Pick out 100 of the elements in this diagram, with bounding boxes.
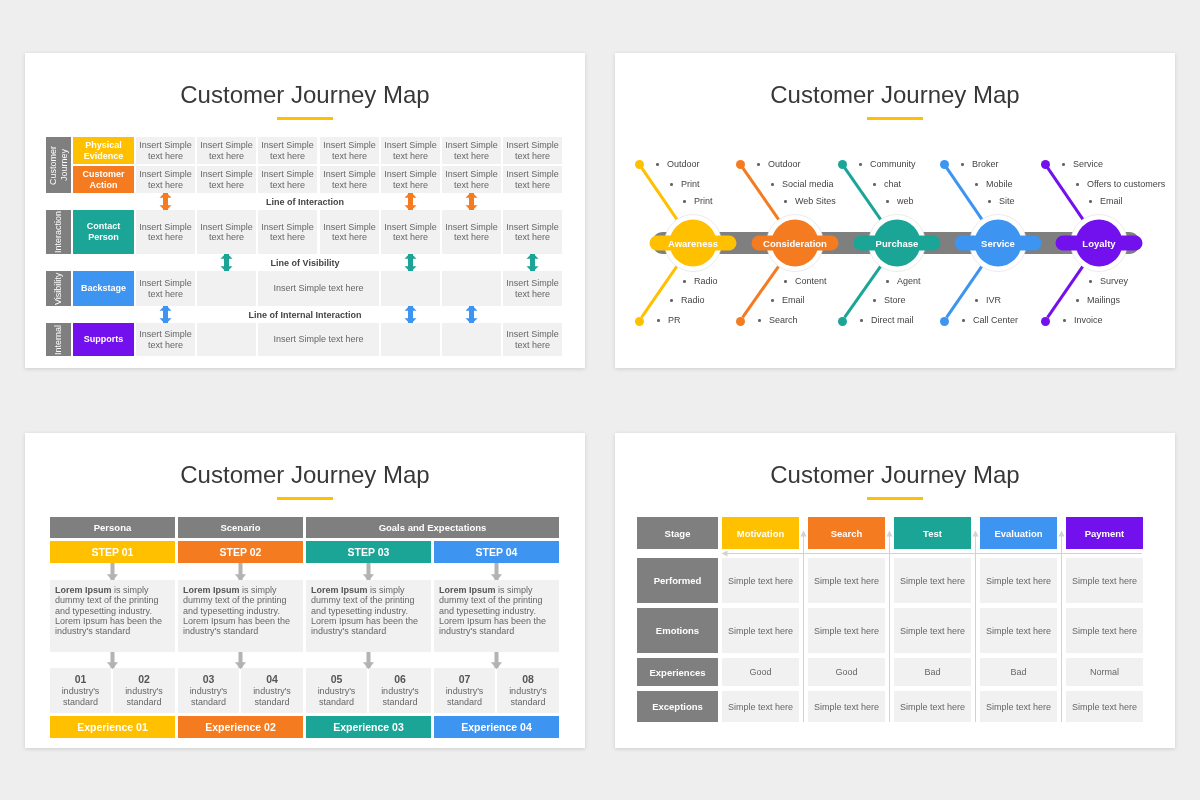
step-number: 06	[394, 673, 406, 687]
text-cell: Good	[808, 658, 885, 686]
row-header: Backstage	[73, 271, 134, 306]
list-item: Radio	[682, 275, 718, 287]
stage-header: Test	[894, 517, 971, 549]
row-header: Exceptions	[637, 691, 718, 722]
boundary-label: Line of Internal Interaction	[248, 309, 362, 320]
slide-card	[25, 433, 585, 748]
text-cell: Insert Simple text here	[197, 210, 256, 254]
row-header: Supports	[73, 323, 134, 356]
double-arrow	[220, 252, 233, 273]
text-cell: Bad	[980, 658, 1057, 686]
list-item: Offers to customers	[1075, 178, 1166, 190]
text-cell: Simple text here	[980, 691, 1057, 722]
empty-cell	[197, 271, 256, 306]
step-header: STEP 04	[434, 541, 559, 563]
text-cell: Simple text here	[808, 691, 885, 722]
section-header: Scenario	[178, 517, 303, 538]
list-item: Service	[1061, 158, 1103, 170]
layer-label: Interaction	[46, 210, 71, 254]
experience-bar: Experience 04	[434, 716, 559, 738]
text-cell: Simple text here	[980, 558, 1057, 603]
description-panel: Lorem Ipsum is simply dummy text of the printing and typesetting industry. Lorem Ipsum has been the industry's standard	[50, 580, 175, 652]
step-number: 08	[522, 673, 534, 687]
double-arrow	[159, 191, 172, 212]
list-item: web	[885, 195, 914, 207]
list-item: chat	[872, 178, 901, 190]
connector-line	[1046, 166, 1085, 221]
text-cell: Insert Simple text here	[258, 166, 317, 193]
number-panel	[306, 668, 367, 713]
list-item: PR	[656, 314, 681, 326]
double-arrow	[404, 191, 417, 212]
text-cell: Simple text here	[1066, 691, 1143, 722]
step-header: STEP 02	[178, 541, 303, 563]
text-cell: Bad	[894, 658, 971, 686]
experience-bar: Experience 02	[178, 716, 303, 738]
list-item: Content	[783, 275, 827, 287]
number-panel	[434, 668, 495, 713]
caption-text: industry's standard	[188, 686, 229, 708]
end-dot-icon	[837, 159, 847, 169]
connector-line	[945, 265, 983, 319]
step-number: 02	[138, 673, 150, 687]
number-panel	[50, 668, 111, 713]
list-item: Social media	[770, 178, 834, 190]
text-cell: Insert Simple text here	[136, 323, 195, 356]
end-dot-icon	[939, 316, 949, 326]
step-number: 04	[266, 673, 278, 687]
row-header: Emotions	[637, 608, 718, 653]
text-cell: Simple text here	[894, 608, 971, 653]
layer-label: Visibility	[46, 271, 71, 306]
text-cell: Insert Simple text here	[258, 137, 317, 164]
text-cell: Insert Simple text here	[503, 323, 562, 356]
end-dot-icon	[1040, 316, 1050, 326]
arrow	[363, 652, 374, 670]
text-cell: Insert Simple text here	[381, 210, 440, 254]
arrow	[491, 652, 502, 670]
caption-text: industry's standard	[444, 686, 485, 708]
list-item: Web Sites	[783, 195, 836, 207]
stage-header: Payment	[1066, 517, 1143, 549]
section-header: Persona	[50, 517, 175, 538]
double-arrow	[404, 304, 417, 325]
text-cell: Normal	[1066, 658, 1143, 686]
end-dot-icon	[1040, 159, 1050, 169]
list-item: Survey	[1088, 275, 1128, 287]
row-header: Customer Action	[73, 166, 134, 193]
text-cell: Insert Simple text here	[442, 210, 501, 254]
arrow	[721, 550, 1143, 557]
row-header: Contact Person	[73, 210, 134, 254]
end-dot-icon	[634, 159, 644, 169]
slide-title: Customer Journey Map	[770, 461, 1020, 489]
caption-text: industry's standard	[252, 686, 292, 708]
step-header: STEP 03	[306, 541, 431, 563]
list-item: Call Center	[961, 314, 1019, 326]
timeline-band	[1042, 232, 1055, 254]
text-cell: Simple text here	[894, 558, 971, 603]
section-header: Goals and Expectations	[306, 517, 559, 538]
stage-header: Evaluation	[980, 517, 1057, 549]
list-item: Email	[770, 294, 805, 306]
double-arrow	[465, 191, 478, 212]
number-panel	[113, 668, 175, 713]
text-cell: Insert Simple text here	[381, 137, 440, 164]
text-cell: Insert Simple text here	[136, 210, 195, 254]
slide-title: Customer Journey Map	[180, 81, 430, 109]
slide-card	[615, 433, 1175, 748]
list-item: Email	[1088, 195, 1123, 207]
text-cell: Simple text here	[722, 608, 799, 653]
arrow	[107, 563, 118, 582]
empty-cell	[381, 323, 440, 356]
text-cell: Insert Simple text here	[197, 137, 256, 164]
slide-card	[615, 53, 1175, 368]
text-cell: Insert Simple text here	[503, 210, 562, 254]
list-item: Direct mail	[859, 314, 914, 326]
list-item: Print	[682, 195, 713, 207]
caption-text: industry's standard	[380, 686, 420, 708]
text-cell: Simple text here	[808, 558, 885, 603]
text-cell: Insert Simple text here	[136, 166, 195, 193]
row-header: Experiences	[637, 658, 718, 686]
empty-cell	[381, 271, 440, 306]
list-item: Store	[872, 294, 906, 306]
stage-header: Search	[808, 517, 885, 549]
